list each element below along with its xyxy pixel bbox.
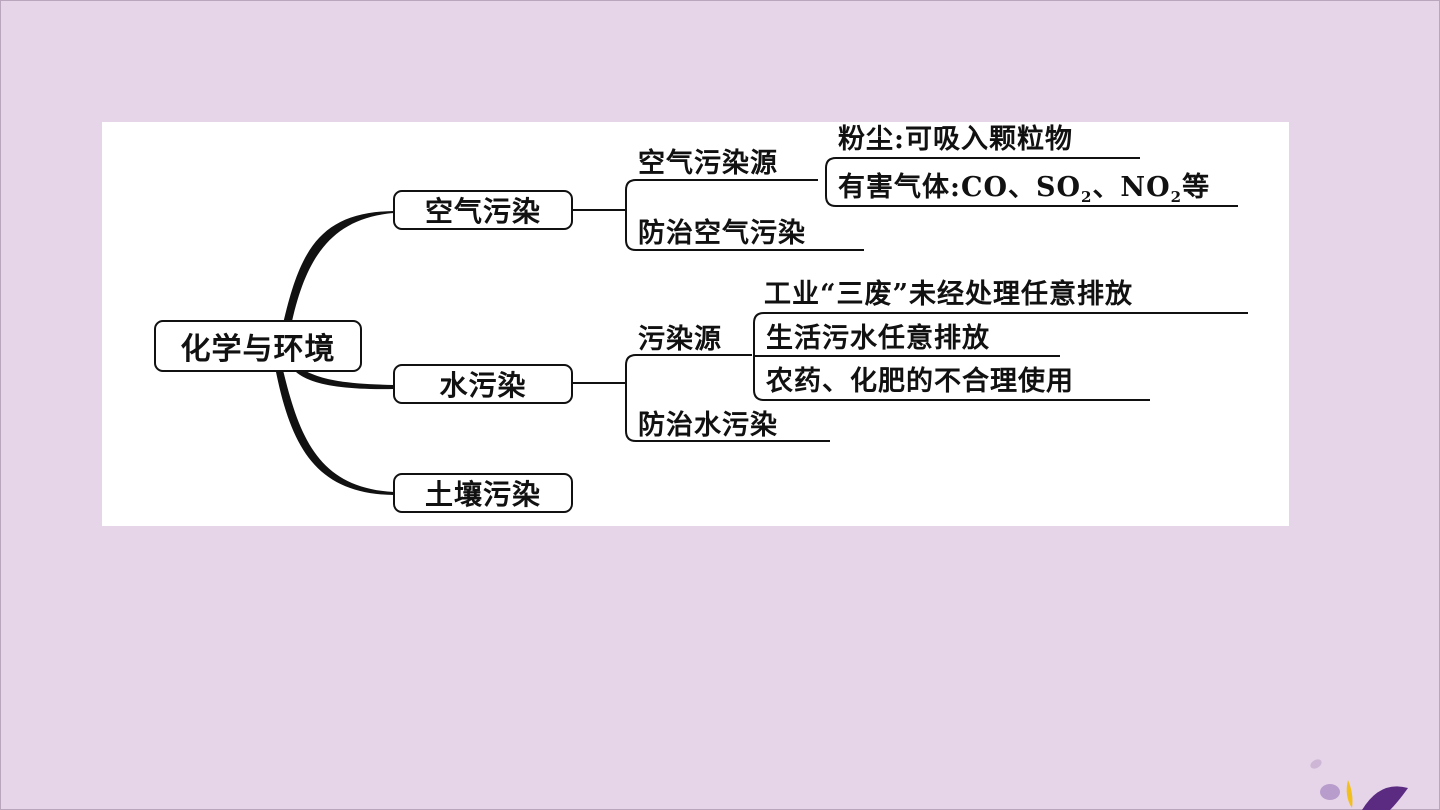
air-gases-sub1: 2 bbox=[1081, 188, 1093, 206]
air-gases-prefix: 有害气体:CO、SO bbox=[838, 172, 1081, 203]
water-bracket bbox=[625, 354, 637, 442]
water-domestic-label: 生活污水任意排放 bbox=[766, 323, 990, 354]
air-dust-label: 粉尘:可吸入颗粒物 bbox=[838, 124, 1073, 155]
root-node: 化学与环境 bbox=[154, 320, 362, 372]
air-source-bracket bbox=[825, 157, 837, 207]
water-agri-label: 农药、化肥的不合理使用 bbox=[766, 366, 1074, 397]
branch-water-node: 水污染 bbox=[393, 364, 573, 404]
air-prevention-label: 防治空气污染 bbox=[638, 218, 806, 249]
air-gases-sub2: 2 bbox=[1170, 188, 1183, 206]
branch-curve-water bbox=[296, 368, 394, 390]
air-gases-suffix: 等 bbox=[1182, 172, 1211, 203]
branch-curve-soil bbox=[276, 370, 394, 495]
air-gases-mid: 、NO bbox=[1092, 172, 1171, 203]
water-industrial-label: 工业“三废”未经处理任意排放 bbox=[764, 279, 1134, 310]
corner-leaves-decoration bbox=[1310, 759, 1408, 810]
branch-soil-node: 土壤污染 bbox=[393, 473, 573, 513]
branch-curve-air bbox=[283, 211, 394, 326]
water-source-label: 污染源 bbox=[638, 324, 722, 355]
air-source-label: 空气污染源 bbox=[638, 148, 778, 179]
air-gases-label: 有害气体:CO、SO2、NO2等 bbox=[838, 172, 1210, 213]
branch-air-node: 空气污染 bbox=[393, 190, 573, 230]
water-prevention-label: 防治水污染 bbox=[638, 410, 778, 441]
air-bracket bbox=[625, 179, 637, 251]
